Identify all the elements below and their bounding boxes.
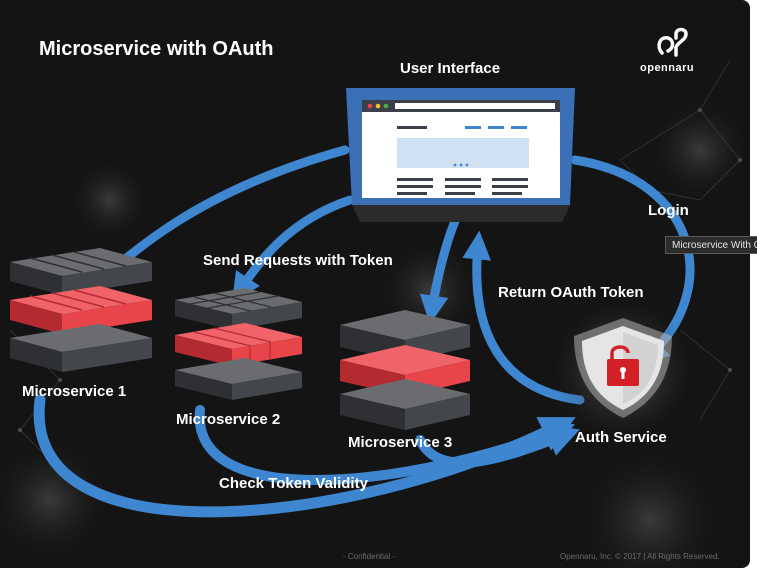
edge-label-check-token: Check Token Validity: [219, 475, 368, 492]
microservice-2-icon: [175, 288, 302, 400]
arrow-ms2-to-auth: [194, 405, 575, 485]
node-label-microservice-3: Microservice 3: [348, 434, 453, 451]
arrow-ms3-to-auth: [415, 425, 580, 468]
node-label-microservice-1: Microservice 1: [22, 383, 127, 400]
arrow-auth-to-ui: [462, 230, 585, 405]
tooltip: Microservice With OAuth: [665, 236, 757, 254]
microservice-3-icon: [340, 310, 470, 430]
ms2-bottom-layer: [175, 358, 302, 400]
node-label-microservice-2: Microservice 2: [176, 411, 281, 428]
ms1-bottom-layer: [10, 324, 152, 372]
arrow-ui-to-ms2: [232, 195, 355, 302]
edge-label-login: Login: [648, 202, 689, 219]
edge-label-send-requests: Send Requests with Token: [203, 252, 393, 269]
diagram-title: Microservice with OAuth: [39, 38, 274, 60]
microservice-1-icon: [10, 248, 152, 372]
ms1-red-layer: [10, 286, 152, 334]
opennaru-logo-icon: [657, 27, 688, 57]
ms1-top-layer: [10, 248, 152, 295]
node-label-auth-service: Auth Service: [575, 429, 667, 446]
ms2-red-layer: [175, 323, 302, 366]
edge-label-return-token: Return OAuth Token: [498, 284, 644, 301]
auth-service-shield-icon: [553, 300, 693, 440]
background-decoration: [0, 59, 750, 568]
user-interface-browser-icon: [346, 88, 575, 222]
footer-copyright: Opennaru, Inc. © 2017 | All Rights Reser…: [560, 552, 720, 561]
brand-name: opennaru: [640, 62, 695, 74]
ms2-top-layer: [175, 288, 302, 330]
lock-icon: [607, 345, 639, 386]
footer-confidential: - Confidential -: [343, 552, 396, 561]
diagram-slide: Microservice with OAuth opennaru User In…: [0, 0, 750, 568]
ms3-bottom-layer: [340, 379, 470, 430]
node-label-user-interface: User Interface: [400, 60, 501, 77]
diagram-canvas: [0, 27, 750, 568]
